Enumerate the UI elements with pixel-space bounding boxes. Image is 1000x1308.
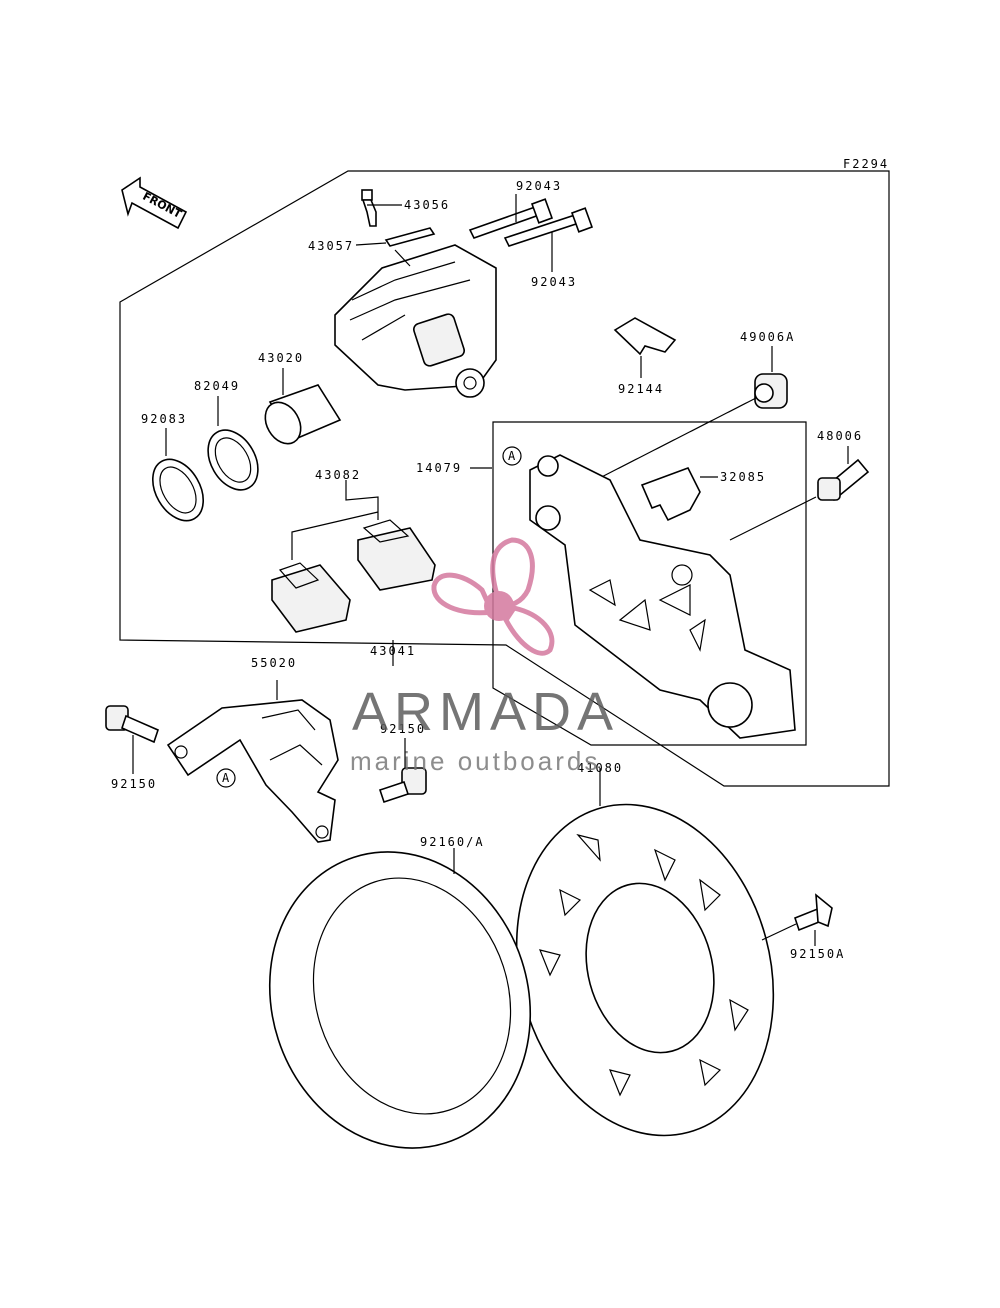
part-label-48006: 48006 <box>817 429 863 443</box>
part-label-43020: 43020 <box>258 351 304 365</box>
part-label-92160A: 92160/A <box>420 835 485 849</box>
part-label-14079: 14079 <box>416 461 462 475</box>
holder-bolt-right-part <box>378 767 427 804</box>
part-label-92144: 92144 <box>618 382 664 396</box>
holder-bolt-left-part <box>105 705 159 744</box>
part-label-92043-top: 92043 <box>516 179 562 193</box>
caliper-holder-part <box>166 699 339 843</box>
caliper-bracket-part <box>529 454 796 739</box>
part-label-82049: 82049 <box>194 379 240 393</box>
disc-screw-part <box>794 893 833 932</box>
armada-propeller-logo-icon <box>431 537 555 656</box>
part-label-92043-bottom: 92043 <box>531 275 577 289</box>
brake-disc-part <box>515 803 775 1137</box>
part-label-92150-right: 92150 <box>380 722 426 736</box>
part-label-43056: 43056 <box>404 198 450 212</box>
watermark-brand: ARMADA <box>352 682 619 742</box>
part-label-43057: 43057 <box>308 239 354 253</box>
piston-seal-part <box>207 429 259 491</box>
caliper-bolt-part <box>817 458 870 502</box>
part-label-43082: 43082 <box>315 468 361 482</box>
part-label-41080: 41080 <box>577 761 623 775</box>
bleed-cap-part <box>384 227 436 247</box>
part-label-55020: 55020 <box>251 656 297 670</box>
part-label-92150-left: 92150 <box>111 777 157 791</box>
anti-rattle-spring-part <box>640 467 701 522</box>
piston-part <box>264 384 342 445</box>
part-label-49006A: 49006A <box>740 330 795 344</box>
assembly-frame <box>119 170 890 787</box>
logo-hub <box>484 591 514 621</box>
part-label-43041: 43041 <box>370 644 416 658</box>
pad-spring-part <box>613 317 677 356</box>
watermark-tagline: marine outboards <box>350 746 600 776</box>
brake-pads-part <box>271 519 436 633</box>
dust-boot-part <box>754 373 788 409</box>
disc-spacer-ring-part <box>268 851 532 1149</box>
dust-seal-part <box>151 458 205 522</box>
part-label-92083: 92083 <box>141 412 187 426</box>
front-arrow-icon: FRONT <box>121 176 188 230</box>
part-label-32085: 32085 <box>720 470 766 484</box>
armada-watermark: ARMADA marine outboards <box>350 537 619 776</box>
caliper-body-part <box>334 244 497 398</box>
part-label-92150A: 92150A <box>790 947 845 961</box>
bleed-valve-part <box>361 189 402 227</box>
bracket-frame <box>492 421 807 746</box>
marker-a-holder <box>216 768 236 788</box>
marker-a-bracket <box>502 446 522 466</box>
marker-a-bracket-label: A <box>508 449 516 463</box>
diagram-ref-code: F2294 <box>843 157 889 171</box>
marker-a-holder-label: A <box>222 771 230 785</box>
slide-pin-part <box>468 198 594 247</box>
